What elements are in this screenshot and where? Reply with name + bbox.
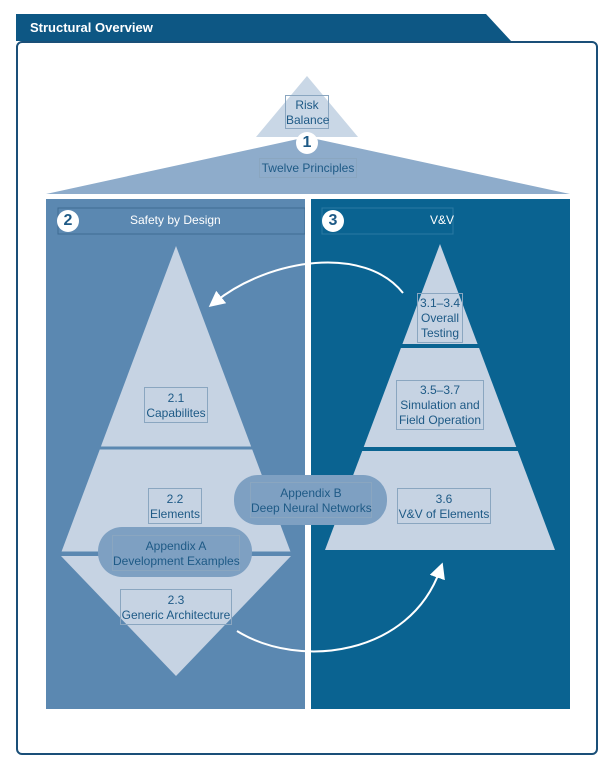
- roof-triangle: [46, 137, 570, 194]
- section-3-6-label: 3.6 V&V of Elements: [397, 488, 491, 524]
- appendix-b-pill: [234, 475, 387, 525]
- left-number-badge: 2: [57, 210, 79, 232]
- section-3-1-3-4-label: 3.1–3.4 Overall Testing: [417, 293, 463, 343]
- header-tab: Structural Overview: [16, 14, 511, 41]
- right-number-badge: 3: [322, 210, 344, 232]
- right-panel-title: V&V: [430, 213, 455, 227]
- appendix-b-label: Appendix B Deep Neural Networks: [250, 482, 372, 518]
- right-pyramid: [325, 244, 555, 550]
- top-flow-arrow: [208, 261, 404, 307]
- roof-peak-triangle: [256, 76, 358, 137]
- section-2-3-label: 2.3 Generic Architecture: [120, 589, 232, 625]
- section-2-1-label: 2.1 Capabilites: [144, 387, 208, 423]
- left-panel-title: Safety by Design: [130, 213, 221, 227]
- header-title: Structural Overview: [30, 20, 153, 35]
- section-3-5-3-7-label: 3.5–3.7 Simulation and Field Operation: [396, 380, 484, 430]
- bottom-flow-arrow: [236, 562, 445, 653]
- risk-balance-label: Risk Balance: [285, 95, 329, 129]
- section-2-2-label: 2.2 Elements: [148, 488, 202, 524]
- roof-number-badge: 1: [296, 132, 318, 154]
- left-pyramid: [61, 246, 291, 553]
- twelve-principles-label: Twelve Principles: [259, 158, 357, 178]
- header-tab-shape: [16, 14, 511, 41]
- left-inverted-triangle: [61, 556, 291, 676]
- appendix-a-label: Appendix A Development Examples: [112, 535, 240, 571]
